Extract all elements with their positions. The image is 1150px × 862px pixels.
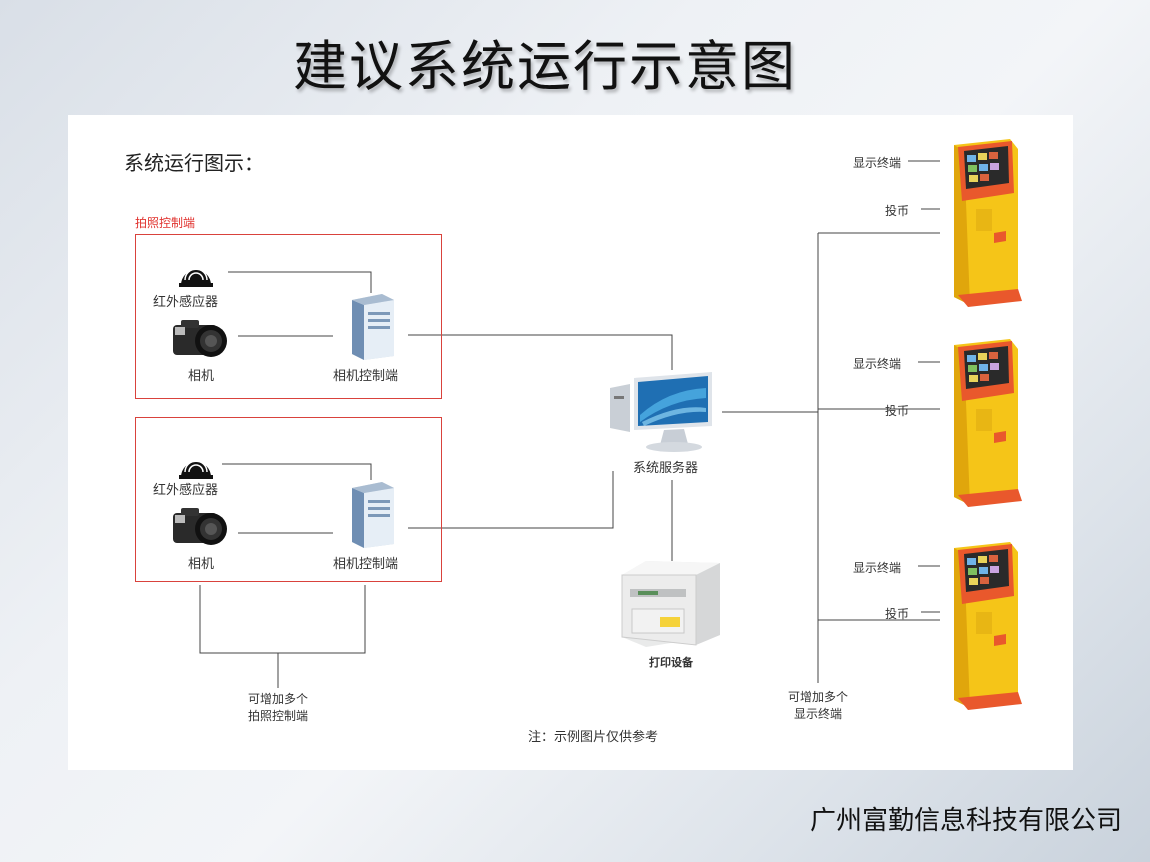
diagram-heading: 系统运行图示： (124, 151, 264, 175)
capture-group-box (135, 417, 442, 582)
slide-title: 建议系统运行示意图 (293, 35, 797, 98)
capture-group-box (135, 234, 442, 399)
printer-icon (621, 561, 720, 647)
controller-label: 相机控制端 (333, 557, 399, 572)
kiosk-terminal-icon (954, 542, 1022, 710)
note-label: 注：示例图片仅供参考 (528, 730, 659, 745)
kiosk-terminal-icon (954, 139, 1022, 307)
controller-server-icon (352, 294, 394, 360)
sensor-label: 红外感应器 (153, 295, 219, 310)
coin-label: 投币 (885, 607, 910, 621)
more-capture-note: 可增加多个 拍照控制端 (228, 690, 328, 724)
printer-label: 打印设备 (649, 656, 693, 669)
more-display-line1: 可增加多个 (787, 690, 848, 704)
display-terminal-label: 显示终端 (853, 561, 902, 575)
diagram-canvas: 系统运行图示： 拍照控制端 红外感应器 相机 相机控制端 红外感应器 (68, 115, 1073, 770)
more-display-note: 可增加多个 显示终端 (768, 688, 868, 722)
computer-icon (610, 372, 712, 452)
display-terminal-label: 显示终端 (853, 357, 902, 371)
more-capture-line1: 可增加多个 (247, 692, 308, 706)
sensor-label: 红外感应器 (153, 483, 219, 498)
camera-label: 相机 (188, 557, 215, 572)
capture-group-label: 拍照控制端 (135, 216, 196, 230)
camera-icon (173, 320, 227, 357)
more-display-line2: 显示终端 (793, 707, 842, 721)
more-capture-line2: 拍照控制端 (247, 709, 308, 723)
server-label: 系统服务器 (633, 461, 699, 476)
display-terminal-label: 显示终端 (853, 156, 902, 170)
controller-label: 相机控制端 (333, 369, 399, 384)
kiosk-terminal-icon (954, 339, 1022, 507)
infrared-sensor-icon (179, 460, 213, 479)
camera-label: 相机 (188, 369, 215, 384)
company-name: 广州富勤信息科技有限公司 (809, 806, 1122, 836)
infrared-sensor-icon (179, 268, 213, 287)
camera-icon (173, 508, 227, 545)
controller-server-icon (352, 482, 394, 548)
connection-lines (199, 160, 940, 688)
coin-label: 投币 (885, 404, 910, 418)
coin-label: 投币 (885, 204, 910, 218)
